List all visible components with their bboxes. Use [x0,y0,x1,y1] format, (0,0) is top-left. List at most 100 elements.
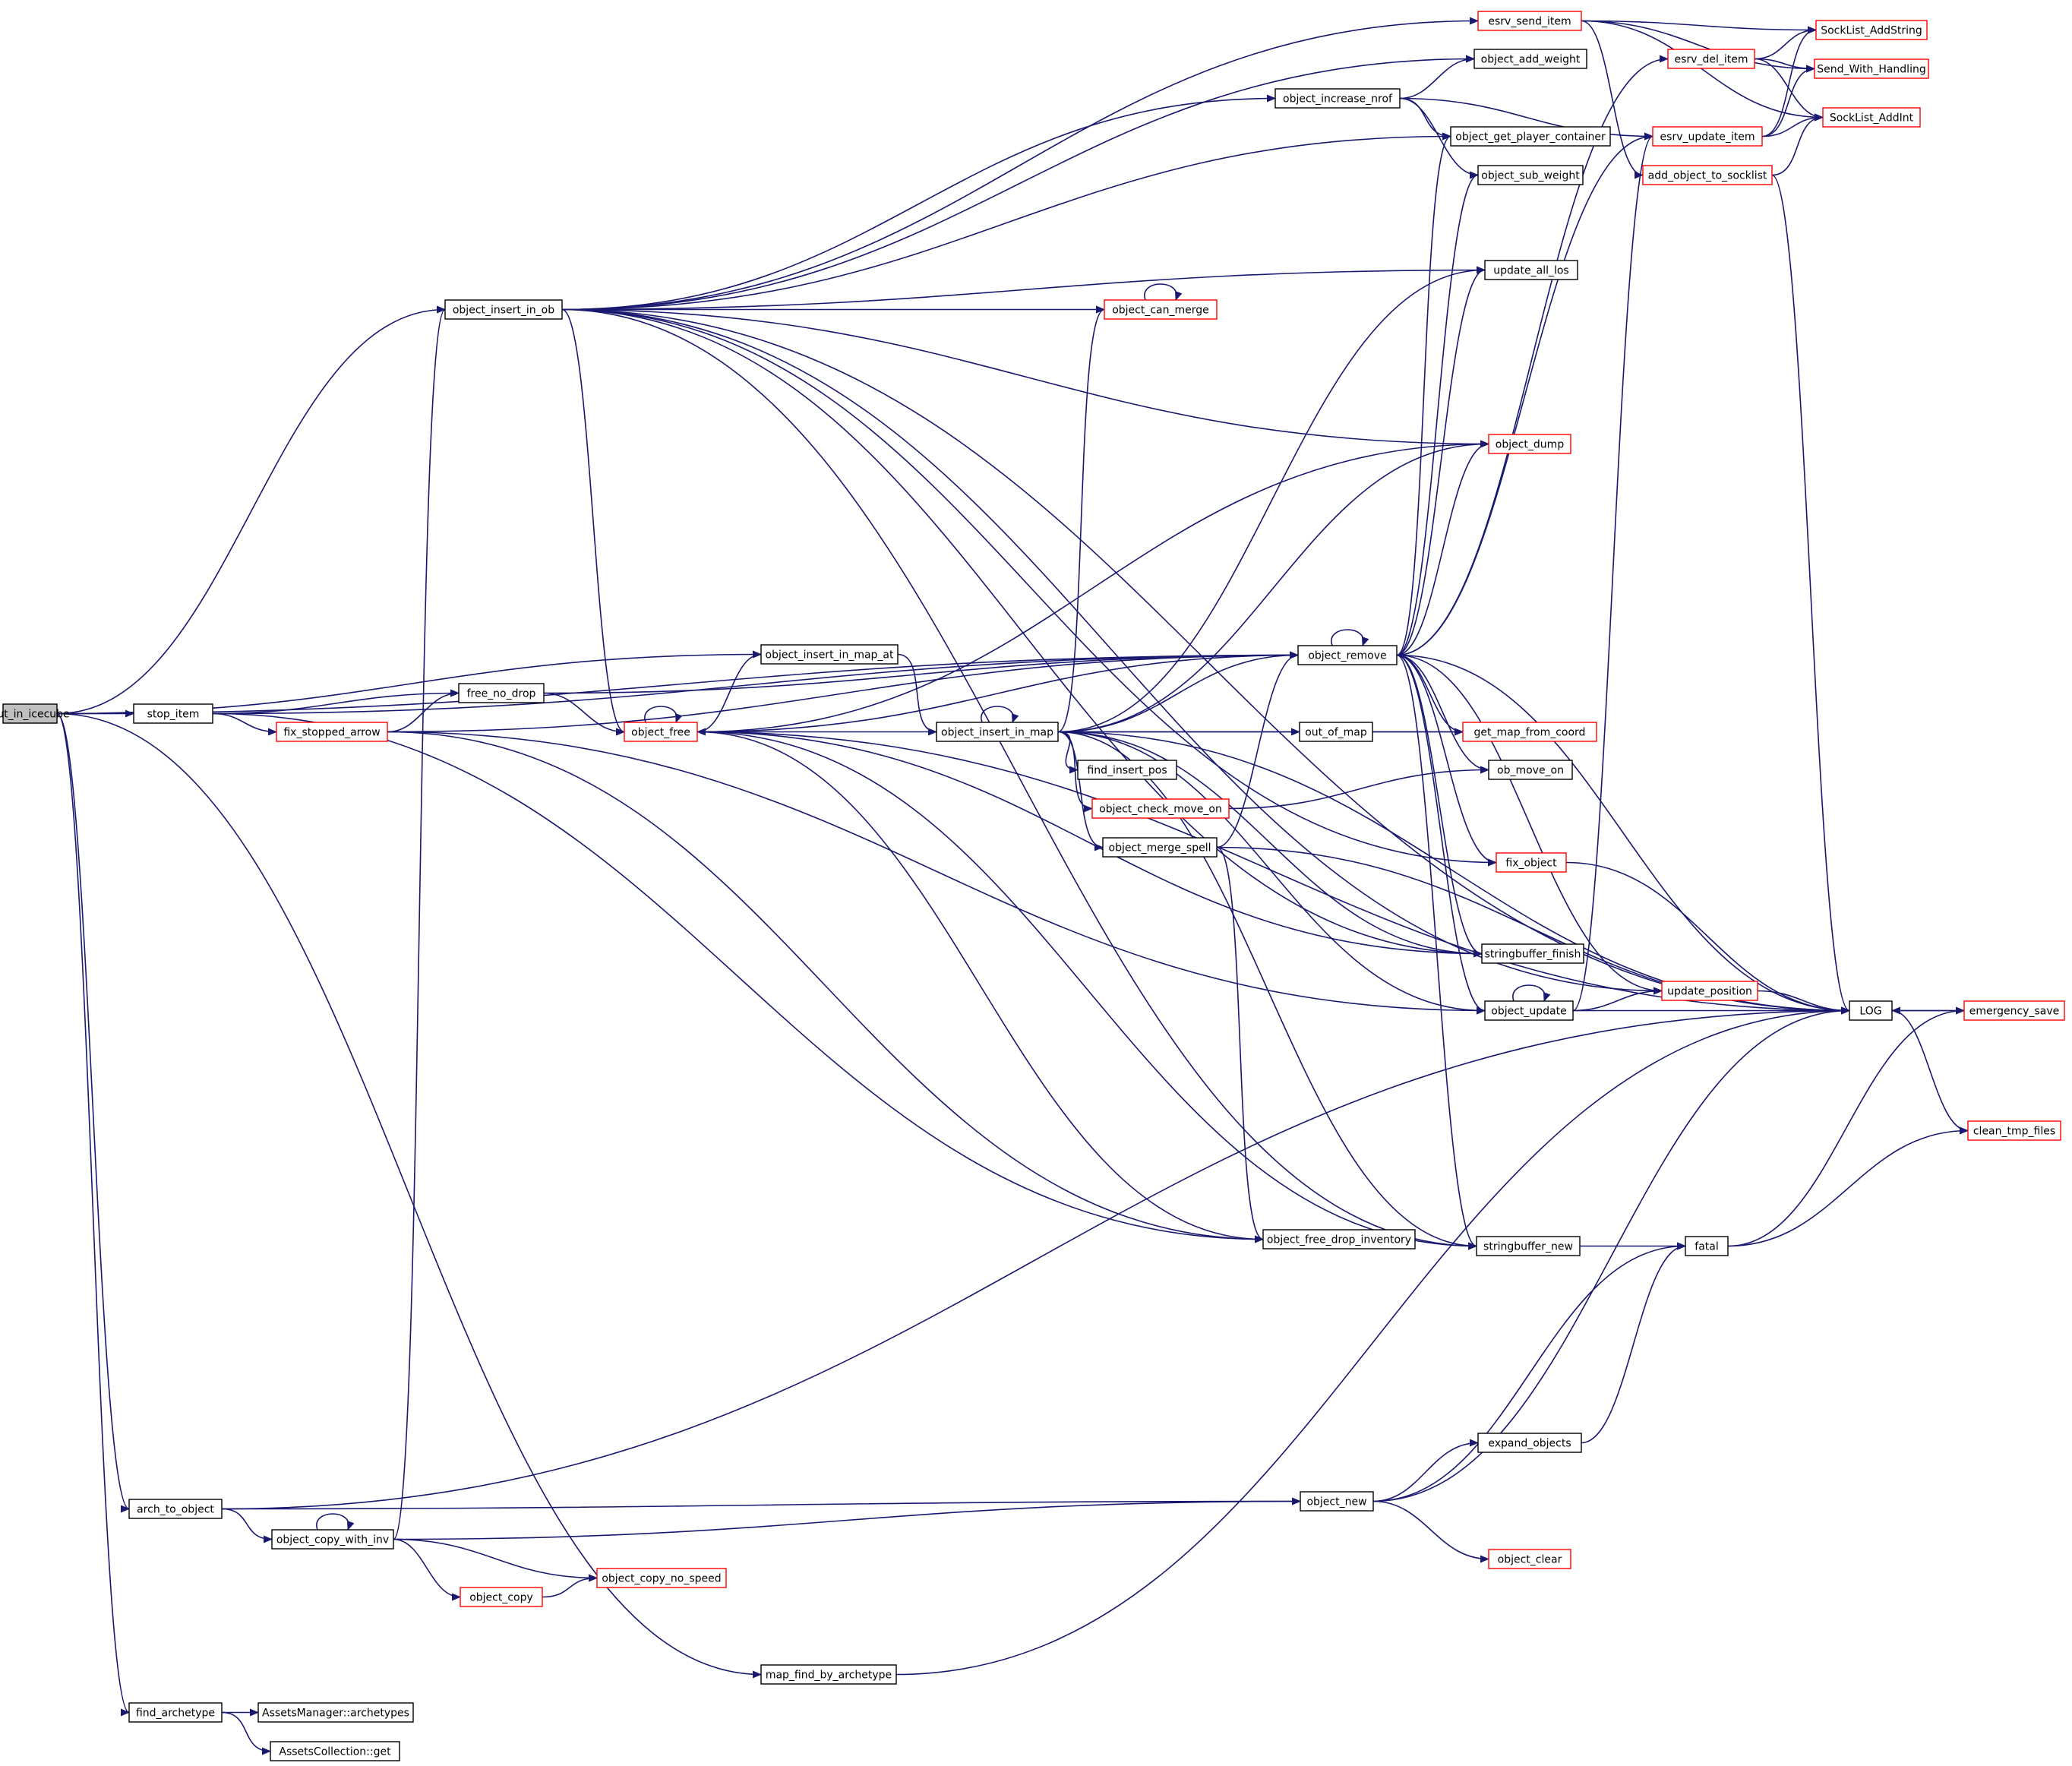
node-fatal[interactable]: fatal [1685,1236,1729,1256]
node-object_check_move_on[interactable]: object_check_move_on [1091,798,1230,819]
node-box [1814,58,1929,79]
node-esrv_send_item[interactable]: esrv_send_item [1477,11,1582,31]
node-object_get_player_container[interactable]: object_get_player_container [1450,126,1611,147]
edge-object_remove-to-fix_object [1396,654,1497,867]
node-emergency_save[interactable]: emergency_save [1963,1000,2065,1021]
node-ob_move_on[interactable]: ob_move_on [1488,760,1573,780]
node-box [1484,260,1578,280]
node-fix_object[interactable]: fix_object [1496,852,1567,873]
node-box [1488,1549,1571,1569]
node-box [1450,126,1611,147]
node-label: get_map_from_coord [1474,727,1586,739]
node-esrv_update_item[interactable]: esrv_update_item [1652,126,1763,147]
node-box [1667,49,1755,69]
edge-object_free-to-stringbuffer_new [696,731,1477,1250]
node-label: arch_to_object [137,1504,214,1516]
edge-esrv_send_item-to-SockList_AddString [1581,20,1817,34]
node-label: SockList_AddInt [1830,112,1914,125]
node-object_insert_in_map[interactable]: object_insert_in_map [936,722,1059,742]
node-free_no_drop[interactable]: free_no_drop [458,683,545,703]
edge-object_insert_in_ob-to-update_all_los [561,266,1486,311]
node-stringbuffer_finish[interactable]: stringbuffer_finish [1481,943,1584,964]
node-update_position[interactable]: update_position [1661,981,1758,1001]
edge-object_copy_with_inv-to-object_copy [393,1538,461,1601]
edge-esrv_update_item-to-SockList_AddInt [1761,113,1824,137]
edge-object_free-to-object_free_drop_inventory [696,731,1264,1243]
edge-object_insert_in_ob-to-fix_object [561,308,1497,867]
node-map_find_by_archetype[interactable]: map_find_by_archetype [760,1664,897,1685]
node-clean_tmp_files[interactable]: clean_tmp_files [1967,1120,2061,1141]
node-label: Send_With_Handling [1817,64,1925,76]
node-out_of_map[interactable]: out_of_map [1299,722,1373,742]
node-add_object_to_socklist[interactable]: add_object_to_socklist [1642,165,1773,185]
edge-arch_to_object-to-object_copy_with_inv [221,1508,273,1543]
node-box [936,722,1059,742]
node-object_insert_in_ob[interactable]: object_insert_in_ob [444,299,563,320]
node-find_insert_pos[interactable]: find_insert_pos [1077,760,1177,780]
edge-arch_to_object-to-LOG [221,1006,1850,1510]
edge-object_free-to-object_dump [696,440,1489,733]
node-box [1481,943,1584,964]
edge-layer [56,17,1969,1755]
edge-object_merge_spell-to-LOG [1216,846,1850,1015]
node-label: add_object_to_socklist [1648,170,1767,182]
edge-fatal-to-clean_tmp_files [1727,1126,1969,1247]
node-object_new[interactable]: object_new [1300,1491,1374,1512]
node-object_copy_with_inv[interactable]: object_copy_with_inv [271,1529,394,1550]
node-object_sub_weight[interactable]: object_sub_weight [1477,165,1584,185]
node-box [128,1499,223,1519]
node-object_can_merge[interactable]: object_can_merge [1104,299,1218,320]
node-object_update[interactable]: object_update [1484,1000,1574,1021]
node-object_free[interactable]: object_free [624,722,698,742]
edge-object_insert_in_ob-to-LOG [561,308,1850,1015]
node-object_add_weight[interactable]: object_add_weight [1473,49,1587,69]
node-label: object_new [1306,1496,1366,1509]
node-stop_item[interactable]: stop_item [133,703,213,724]
node-SockList_AddInt[interactable]: SockList_AddInt [1822,107,1921,128]
edge-object_insert_in_map-to-object_merge_spell [1057,731,1104,851]
node-label: object_free [631,727,690,739]
node-box [1462,722,1597,742]
node-object_clear[interactable]: object_clear [1488,1549,1571,1569]
node-stringbuffer_new[interactable]: stringbuffer_new [1476,1236,1581,1256]
node-label: esrv_update_item [1660,131,1755,144]
node-box [1822,107,1921,128]
node-get_map_from_coord[interactable]: get_map_from_coord [1462,722,1597,742]
node-object_copy[interactable]: object_copy [460,1587,543,1607]
node-box [1642,165,1773,185]
edge-object_insert_in_ob-to-object_get_player_container [561,132,1451,311]
node-box [1849,1000,1893,1021]
edge-object_remove-to-stringbuffer_finish [1396,654,1483,958]
node-fix_stopped_arrow[interactable]: fix_stopped_arrow [276,722,388,742]
edge-stop_item-to-free_no_drop [212,689,460,715]
node-layer: put_in_icecubestop_itemarch_to_objectfin… [0,11,2065,1761]
node-label: object_can_merge [1112,305,1209,317]
node-put_in_icecube[interactable]: put_in_icecube [0,703,70,724]
node-object_dump[interactable]: object_dump [1488,434,1571,454]
edge-object_update-to-update_position [1572,987,1663,1012]
node-AssetsCollection_get[interactable]: AssetsCollection::get [270,1741,400,1761]
node-find_archetype[interactable]: find_archetype [128,1702,223,1723]
node-update_all_los[interactable]: update_all_los [1484,260,1578,280]
node-object_free_drop_inventory[interactable]: object_free_drop_inventory [1262,1229,1416,1249]
node-object_copy_no_speed[interactable]: object_copy_no_speed [596,1568,727,1588]
edge-object_check_move_on-to-ob_move_on [1228,766,1489,810]
node-label: stringbuffer_new [1483,1241,1573,1253]
node-AssetsManager_archetypes[interactable]: AssetsManager::archetypes [257,1702,414,1723]
node-object_merge_spell[interactable]: object_merge_spell [1102,837,1218,858]
node-object_insert_in_map_at[interactable]: object_insert_in_map_at [760,644,899,665]
node-box [270,1741,400,1761]
node-Send_With_Handling[interactable]: Send_With_Handling [1814,58,1929,79]
node-esrv_del_item[interactable]: esrv_del_item [1667,49,1755,69]
node-box [1102,837,1218,858]
node-expand_objects[interactable]: expand_objects [1477,1433,1582,1453]
node-object_increase_nrof[interactable]: object_increase_nrof [1274,88,1401,109]
node-LOG[interactable]: LOG [1849,1000,1893,1021]
node-SockList_AddString[interactable]: SockList_AddString [1815,20,1928,40]
node-label: find_insert_pos [1087,765,1167,777]
node-label: update_all_los [1493,265,1568,277]
node-object_remove[interactable]: object_remove [1297,645,1398,665]
node-label: LOG [1859,1006,1881,1018]
node-arch_to_object[interactable]: arch_to_object [128,1499,223,1519]
